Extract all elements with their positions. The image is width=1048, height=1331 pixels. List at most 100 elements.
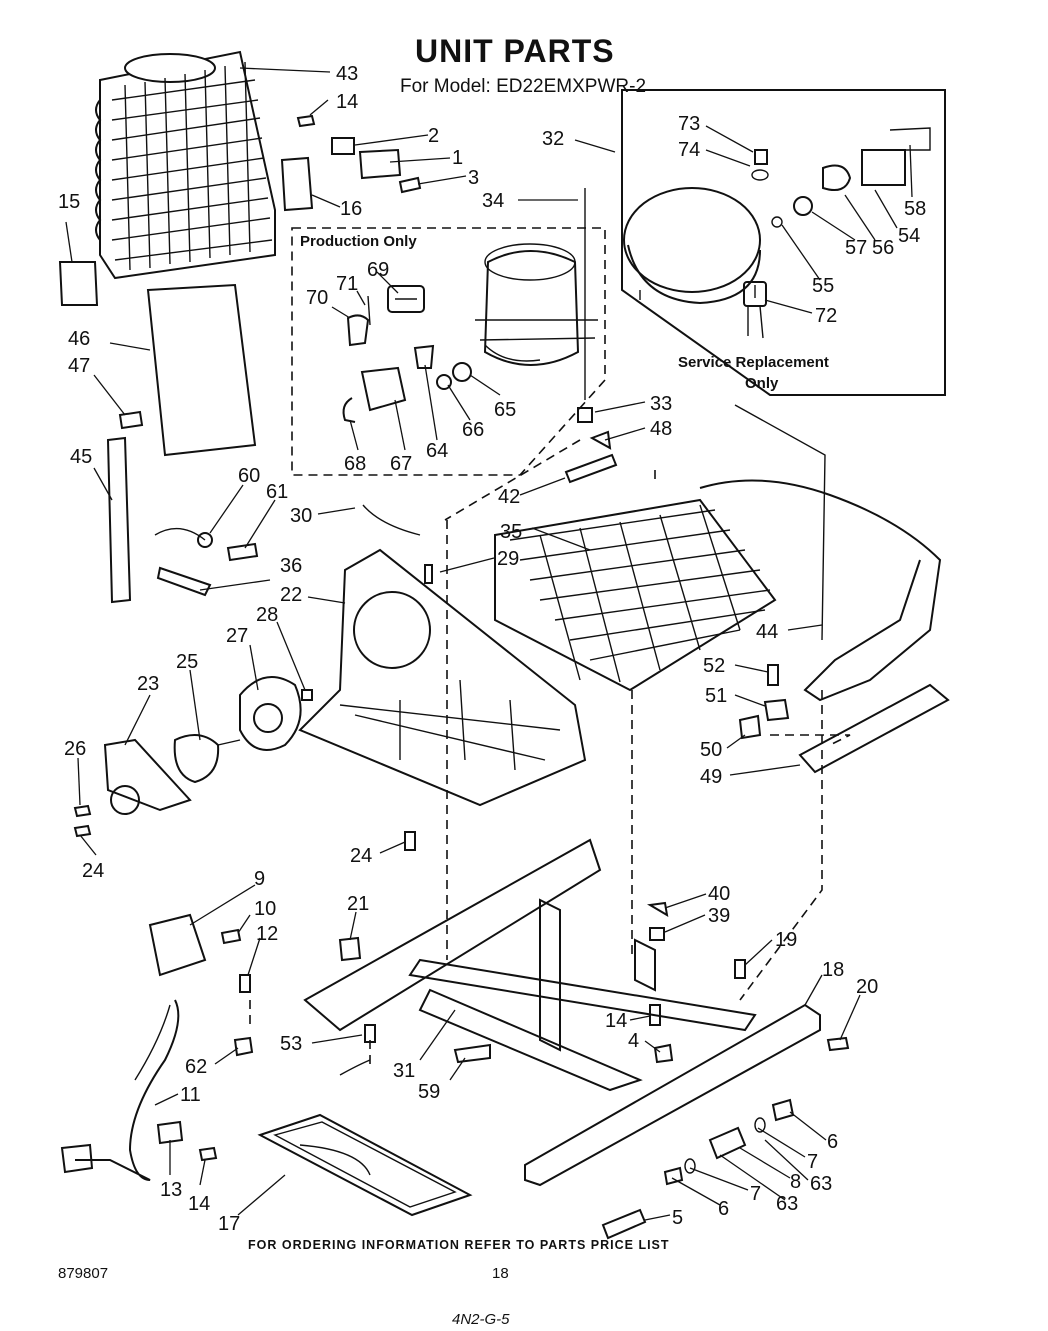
cover-16 bbox=[280, 156, 314, 212]
callout-50: 50 bbox=[700, 739, 722, 761]
part-6b bbox=[771, 1098, 795, 1122]
callout-56: 56 bbox=[872, 237, 894, 259]
part-59 bbox=[453, 1043, 491, 1064]
rail-18 bbox=[524, 1003, 821, 1187]
production-only-box: Production Only bbox=[291, 227, 606, 476]
fan-shroud-22 bbox=[298, 548, 587, 807]
condenser-coil bbox=[95, 50, 276, 280]
callout-60: 60 bbox=[238, 465, 260, 487]
callout-6-right: 6 bbox=[827, 1131, 838, 1153]
callout-70: 70 bbox=[306, 287, 328, 309]
screw-10 bbox=[220, 928, 242, 945]
callout-3: 3 bbox=[468, 167, 479, 189]
clip-47 bbox=[118, 410, 144, 430]
screw-12 bbox=[239, 974, 251, 993]
part-5 bbox=[601, 1208, 647, 1240]
heater-36 bbox=[156, 566, 212, 597]
callout-59: 59 bbox=[418, 1081, 440, 1103]
clip-21 bbox=[338, 936, 362, 962]
callout-labels: 43 14 2 1 3 16 15 32 34 73 74 58 54 56 5… bbox=[58, 63, 926, 1235]
fan-blade-27 bbox=[239, 676, 302, 751]
callout-44: 44 bbox=[756, 621, 778, 643]
callout-7-right: 7 bbox=[807, 1151, 818, 1173]
tube-30 bbox=[362, 504, 421, 536]
callout-35: 35 bbox=[500, 521, 522, 543]
callout-32: 32 bbox=[542, 128, 564, 150]
callout-27: 27 bbox=[226, 625, 248, 647]
part-62 bbox=[233, 1036, 254, 1057]
callout-61: 61 bbox=[266, 481, 288, 503]
leader-lines bbox=[65, 67, 913, 1221]
callout-74: 74 bbox=[678, 139, 700, 161]
service-label-line1: Service Replacement bbox=[678, 354, 829, 371]
screw-19 bbox=[734, 959, 746, 979]
ordering-note: FOR ORDERING INFORMATION REFER TO PARTS … bbox=[248, 1238, 670, 1252]
model-line: For Model: ED22EMXPWR-2 bbox=[400, 76, 646, 97]
clip-28 bbox=[301, 689, 313, 701]
callout-51: 51 bbox=[705, 685, 727, 707]
service-replacement-box: Service Replacement Only bbox=[584, 89, 946, 400]
callout-34: 34 bbox=[482, 190, 504, 212]
drain-pan-17 bbox=[257, 1113, 473, 1217]
callout-31: 31 bbox=[393, 1060, 415, 1082]
part-6a bbox=[663, 1166, 684, 1186]
callout-28: 28 bbox=[256, 604, 278, 626]
callout-47: 47 bbox=[68, 355, 90, 377]
callout-9: 9 bbox=[254, 868, 265, 890]
callout-8: 8 bbox=[790, 1171, 801, 1193]
callout-23: 23 bbox=[137, 673, 159, 695]
callout-55: 55 bbox=[812, 275, 834, 297]
screw-14-bottom bbox=[198, 1146, 218, 1162]
callout-16: 16 bbox=[340, 198, 362, 220]
page-number: 18 bbox=[492, 1265, 509, 1282]
callout-49: 49 bbox=[700, 766, 722, 788]
callout-14-bottom: 14 bbox=[188, 1193, 210, 1215]
diagram-title: UNIT PARTS bbox=[415, 33, 615, 69]
callout-1: 1 bbox=[452, 147, 463, 169]
doc-number: 879807 bbox=[58, 1265, 108, 1282]
power-cord-11 bbox=[75, 999, 180, 1181]
callout-6-left: 6 bbox=[718, 1198, 729, 1220]
callout-29: 29 bbox=[497, 548, 519, 570]
callout-52: 52 bbox=[703, 655, 725, 677]
callout-12: 12 bbox=[256, 923, 278, 945]
callout-24-right: 24 bbox=[350, 845, 372, 867]
callout-2: 2 bbox=[428, 125, 439, 147]
drain-trough-49 bbox=[798, 683, 950, 774]
callout-10: 10 bbox=[254, 898, 276, 920]
callout-19: 19 bbox=[775, 929, 797, 951]
callout-39: 39 bbox=[708, 905, 730, 927]
callout-66: 66 bbox=[462, 419, 484, 441]
callout-71: 71 bbox=[336, 273, 358, 295]
clip-13 bbox=[156, 1120, 184, 1145]
callout-7-left: 7 bbox=[750, 1183, 761, 1205]
alignment-line bbox=[739, 690, 823, 1001]
screw-52 bbox=[767, 664, 779, 686]
callout-33: 33 bbox=[650, 393, 672, 415]
service-label-line2: Only bbox=[745, 375, 779, 392]
suction-line-44 bbox=[699, 479, 942, 702]
evaporator-35 bbox=[494, 498, 777, 692]
callout-17: 17 bbox=[218, 1213, 240, 1235]
screw-29 bbox=[424, 564, 433, 584]
callout-11: 11 bbox=[180, 1084, 201, 1106]
callout-26: 26 bbox=[64, 738, 86, 760]
callout-25: 25 bbox=[176, 651, 198, 673]
callout-15: 15 bbox=[58, 191, 80, 213]
callout-14: 14 bbox=[336, 91, 358, 113]
clip-48 bbox=[589, 430, 612, 450]
callout-14-base: 14 bbox=[605, 1010, 627, 1032]
callout-42: 42 bbox=[498, 486, 520, 508]
screw-53 bbox=[364, 1024, 376, 1043]
grommet-33 bbox=[577, 407, 593, 423]
callout-30: 30 bbox=[290, 505, 312, 527]
callout-68: 68 bbox=[344, 453, 366, 475]
callout-63-left: 63 bbox=[776, 1193, 798, 1215]
part-4 bbox=[653, 1043, 674, 1064]
callout-43: 43 bbox=[336, 63, 358, 85]
callout-48: 48 bbox=[650, 418, 672, 440]
callout-45: 45 bbox=[70, 446, 92, 468]
callout-57: 57 bbox=[845, 237, 867, 259]
valve-8 bbox=[708, 1126, 747, 1160]
